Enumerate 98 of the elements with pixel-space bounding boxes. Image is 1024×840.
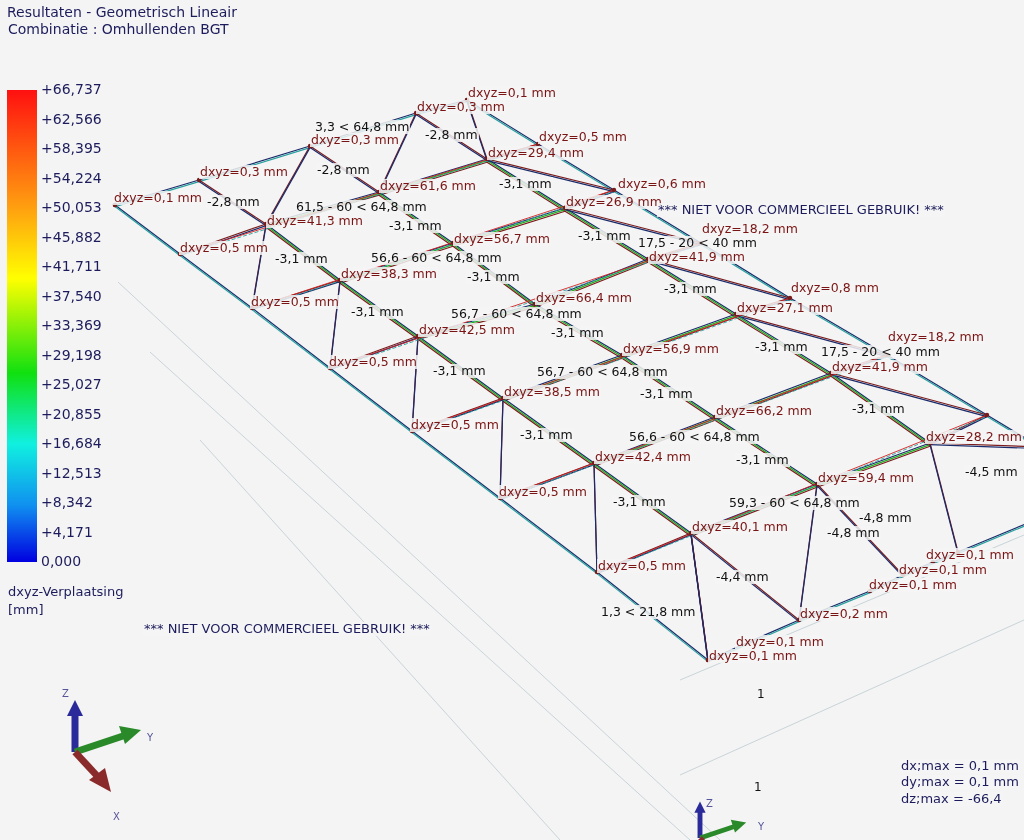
member-force-label: 17,5 - 20 < 40 mm xyxy=(637,236,758,250)
member-force-label: 56,6 - 60 < 64,8 mm xyxy=(628,430,761,444)
node-number: 1 xyxy=(753,780,763,794)
displacement-label: dxyz=0,1 mm xyxy=(898,563,988,577)
displacement-label: dxyz=0,1 mm xyxy=(708,649,798,663)
scale-value: +45,882 xyxy=(40,229,103,244)
member-force-label: 56,7 - 60 < 64,8 mm xyxy=(536,365,669,379)
scale-caption: dxyz-Verplaatsing xyxy=(7,585,125,599)
displacement-label: dxyz=0,1 mm xyxy=(735,635,825,649)
displacement-label: dxyz=27,1 mm xyxy=(736,301,834,315)
scale-value: +37,540 xyxy=(40,288,103,303)
member-force-label: 1,3 < 21,8 mm xyxy=(600,605,697,619)
displacement-label: dxyz=66,2 mm xyxy=(715,404,813,418)
member-force-label: 3,3 < 64,8 mm xyxy=(314,120,411,134)
displacement-label: dxyz=0,1 mm xyxy=(925,548,1015,562)
member-force-label: -2,8 mm xyxy=(424,128,479,142)
displacement-label: dxyz=0,5 mm xyxy=(597,559,687,573)
member-force-label: -3,1 mm xyxy=(466,270,521,284)
member-force-label: -3,1 mm xyxy=(519,428,574,442)
displacement-label: dxyz=28,2 mm xyxy=(925,430,1023,444)
member-force-label: -3,1 mm xyxy=(612,495,667,509)
displacement-label: dxyz=0,8 mm xyxy=(790,281,880,295)
displacement-label: dxyz=56,9 mm xyxy=(622,342,720,356)
displacement-label: dxyz=0,1 mm xyxy=(868,578,958,592)
member-force-label: -3,1 mm xyxy=(663,282,718,296)
member-force-label: -4,8 mm xyxy=(858,511,913,525)
scale-value: +54,224 xyxy=(40,170,103,185)
watermark-text: *** NIET VOOR COMMERCIEEL GEBRUIK! *** xyxy=(657,203,945,217)
member-force-label: -3,1 mm xyxy=(735,453,790,467)
member-force-label: 56,7 - 60 < 64,8 mm xyxy=(450,307,583,321)
subtitle: Combinatie : Omhullenden BGT xyxy=(7,22,230,36)
displacement-label: dxyz=0,1 mm xyxy=(113,191,203,205)
member-force-label: -4,4 mm xyxy=(715,570,770,584)
scale-value: +20,855 xyxy=(40,406,103,421)
max-displacement-text: dz;max = -66,4 xyxy=(900,792,1003,806)
member-force-label: -3,1 mm xyxy=(350,305,405,319)
member-force-label: -4,8 mm xyxy=(826,526,881,540)
scale-value: +29,198 xyxy=(40,347,103,362)
displacement-label: dxyz=42,4 mm xyxy=(594,450,692,464)
member-force-label: -3,1 mm xyxy=(432,364,487,378)
member-force-label: -3,1 mm xyxy=(639,387,694,401)
displacement-label: dxyz=0,5 mm xyxy=(498,485,588,499)
displacement-label: dxyz=66,4 mm xyxy=(535,291,633,305)
displacement-label: dxyz=42,5 mm xyxy=(418,323,516,337)
member-force-label: -3,1 mm xyxy=(388,219,443,233)
displacement-label: dxyz=40,1 mm xyxy=(691,520,789,534)
member-force-label: -2,8 mm xyxy=(206,195,261,209)
displacement-label: dxyz=18,2 mm xyxy=(887,330,985,344)
displacement-label: dxyz=0,5 mm xyxy=(179,241,269,255)
displacement-label: dxyz=61,6 mm xyxy=(379,179,477,193)
diagram-title: Resultaten - Geometrisch Lineair xyxy=(7,4,237,20)
displacement-label: dxyz=0,3 mm xyxy=(416,100,506,114)
member-force-label: -4,5 mm xyxy=(964,465,1019,479)
member-force-label: -3,1 mm xyxy=(577,229,632,243)
member-force-label: -3,1 mm xyxy=(754,340,809,354)
max-displacement-text: dy;max = 0,1 mm xyxy=(900,775,1020,789)
displacement-label: dxyz=38,5 mm xyxy=(503,385,601,399)
displacement-label: dxyz=0,1 mm xyxy=(467,86,557,100)
axis-label: Y xyxy=(146,731,155,745)
displacement-label: dxyz=0,5 mm xyxy=(250,295,340,309)
member-force-label: -3,1 mm xyxy=(274,252,329,266)
scale-value: +12,513 xyxy=(40,465,103,480)
node-number: 1 xyxy=(756,687,766,701)
watermark-text: *** NIET VOOR COMMERCIEEL GEBRUIK! *** xyxy=(143,622,431,636)
axis-label: Y xyxy=(757,820,766,834)
displacement-label: dxyz=0,3 mm xyxy=(199,165,289,179)
displacement-label: dxyz=0,3 mm xyxy=(310,133,400,147)
displacement-label: dxyz=0,5 mm xyxy=(328,355,418,369)
displacement-label: dxyz=38,3 mm xyxy=(340,267,438,281)
scale-value: +62,566 xyxy=(40,111,103,126)
axis-label: X xyxy=(112,810,121,824)
member-force-label: 61,5 - 60 < 64,8 mm xyxy=(295,200,428,214)
displacement-label: dxyz=0,6 mm xyxy=(617,177,707,191)
displacement-label: dxyz=0,5 mm xyxy=(538,130,628,144)
scale-value: +66,737 xyxy=(40,82,103,96)
displacement-label: dxyz=41,9 mm xyxy=(831,360,929,374)
member-force-label: -2,8 mm xyxy=(316,163,371,177)
max-displacement-text: dx;max = 0,1 mm xyxy=(900,759,1020,773)
displacement-label: dxyz=41,3 mm xyxy=(266,214,364,228)
displacement-label: dxyz=29,4 mm xyxy=(487,146,585,160)
axis-label: Z xyxy=(705,797,714,811)
displacement-label: dxyz=0,5 mm xyxy=(410,418,500,432)
color-scale-bar xyxy=(7,90,37,562)
scale-value: 0,000 xyxy=(40,554,83,568)
scale-caption: [mm] xyxy=(7,603,45,617)
displacement-label: dxyz=56,7 mm xyxy=(453,232,551,246)
scale-value: +4,171 xyxy=(40,524,94,539)
displacement-label: dxyz=41,9 mm xyxy=(648,250,746,264)
displacement-label: dxyz=59,4 mm xyxy=(817,471,915,485)
axis-label: Z xyxy=(61,687,70,701)
displacement-label: dxyz=0,2 mm xyxy=(799,607,889,621)
member-force-label: -3,1 mm xyxy=(498,177,553,191)
member-force-label: -3,1 mm xyxy=(851,402,906,416)
member-force-label: 17,5 - 20 < 40 mm xyxy=(820,345,941,359)
displacement-label: dxyz=18,2 mm xyxy=(701,222,799,236)
member-force-label: 59,3 - 60 < 64,8 mm xyxy=(728,496,861,510)
member-force-label: -3,1 mm xyxy=(550,326,605,340)
member-force-label: 56,6 - 60 < 64,8 mm xyxy=(370,251,503,265)
